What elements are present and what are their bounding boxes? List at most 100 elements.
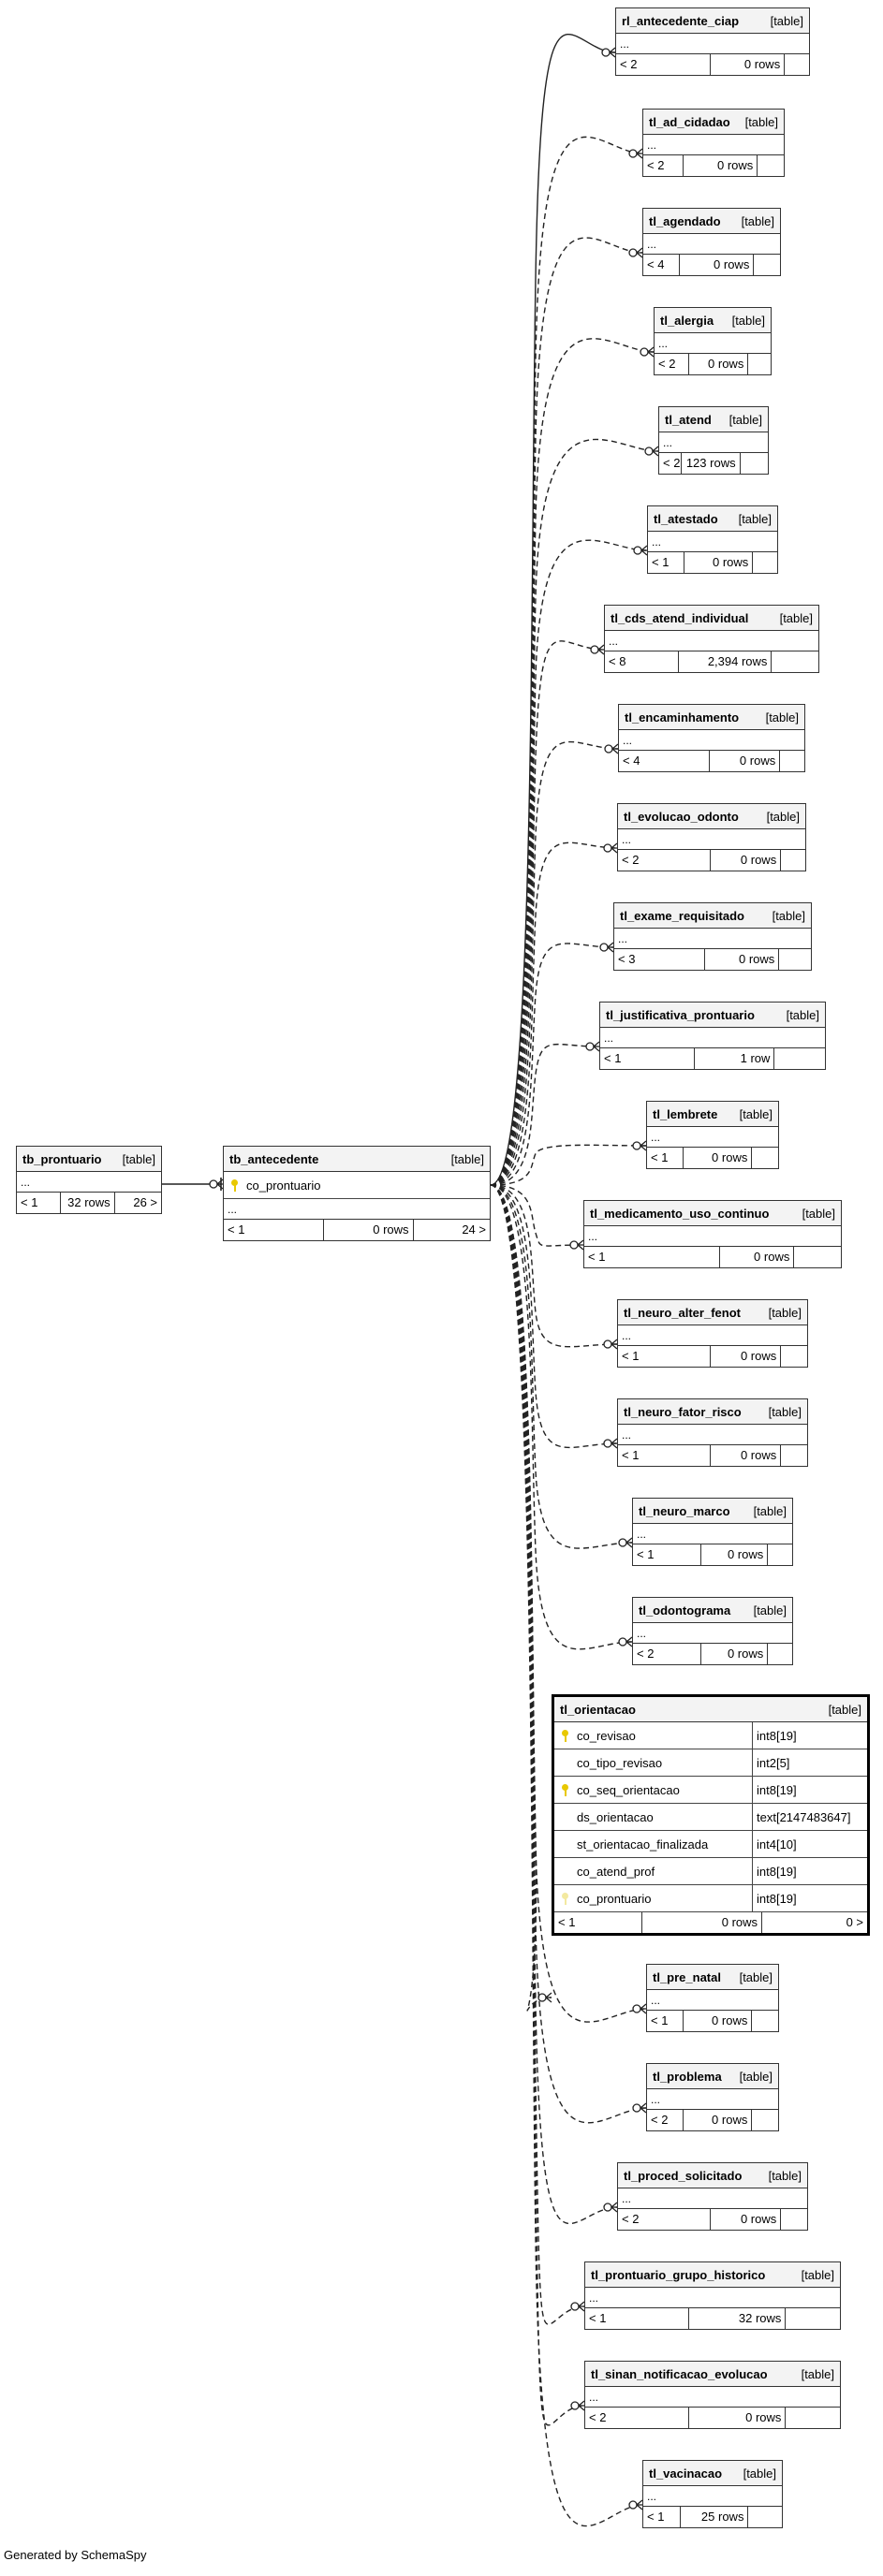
child-count[interactable] xyxy=(753,552,777,573)
parent-count[interactable]: < 2 xyxy=(647,2110,684,2130)
parent-count[interactable]: < 1 xyxy=(648,552,685,573)
table-header[interactable]: tl_evolucao_odonto[table] xyxy=(618,804,805,829)
parent-count[interactable]: < 2 xyxy=(616,54,711,75)
parent-count[interactable]: < 1 xyxy=(554,1912,643,1933)
parent-count[interactable]: < 2 xyxy=(659,453,682,474)
parent-count[interactable]: < 1 xyxy=(17,1193,62,1213)
child-count[interactable] xyxy=(781,850,805,871)
parent-count[interactable]: < 1 xyxy=(600,1048,696,1069)
parent-count[interactable]: < 1 xyxy=(633,1544,702,1565)
table-header[interactable]: tl_proced_solicitado[table] xyxy=(618,2163,807,2188)
table-header[interactable]: tl_alergia[table] xyxy=(655,308,771,333)
parent-count[interactable]: < 1 xyxy=(584,1247,720,1267)
table-header[interactable]: tl_neuro_alter_fenot[table] xyxy=(618,1300,807,1325)
table-header[interactable]: rl_antecedente_ciap[table] xyxy=(616,8,809,34)
child-count[interactable] xyxy=(752,1148,778,1168)
parent-count[interactable]: < 2 xyxy=(633,1644,702,1664)
child-count[interactable] xyxy=(779,949,811,970)
table-tl-sinan-notificacao-evolucao[interactable]: tl_sinan_notificacao_evolucao[table]...<… xyxy=(584,2361,841,2429)
parent-count[interactable]: < 1 xyxy=(643,2507,681,2527)
child-count[interactable]: 24 > xyxy=(462,1222,486,1237)
table-header[interactable]: tl_cds_atend_individual[table] xyxy=(605,606,818,631)
table-name[interactable]: tl_sinan_notificacao_evolucao xyxy=(591,2366,768,2381)
table-header[interactable]: tl_lembrete[table] xyxy=(647,1102,778,1127)
table-name[interactable]: tl_cds_atend_individual xyxy=(611,610,749,625)
parent-count[interactable]: < 1 xyxy=(224,1220,325,1240)
table-name[interactable]: tl_evolucao_odonto xyxy=(624,809,739,824)
table-name[interactable]: tl_proced_solicitado xyxy=(624,2168,743,2183)
table-tl-medicamento-uso-continuo[interactable]: tl_medicamento_uso_continuo[table]...< 1… xyxy=(583,1200,842,1268)
table-header[interactable]: tl_vacinacao[table] xyxy=(643,2461,782,2486)
child-count[interactable] xyxy=(780,751,804,771)
table-name[interactable]: tl_neuro_fator_risco xyxy=(624,1404,742,1419)
parent-count[interactable]: < 1 xyxy=(618,1445,711,1466)
parent-count[interactable]: < 8 xyxy=(605,651,680,672)
table-header[interactable]: tl_justificativa_prontuario[table] xyxy=(600,1003,825,1028)
table-tl-prontuario-grupo-historico[interactable]: tl_prontuario_grupo_historico[table]...<… xyxy=(584,2261,841,2330)
table-name[interactable]: tl_atestado xyxy=(654,511,718,526)
table-name[interactable]: tl_problema xyxy=(653,2069,722,2084)
table-header[interactable]: tl_atestado[table] xyxy=(648,506,777,532)
table-header[interactable]: tl_encaminhamento[table] xyxy=(619,705,804,730)
table-name[interactable]: tl_exame_requisitado xyxy=(620,908,744,923)
table-name[interactable]: rl_antecedente_ciap xyxy=(622,13,740,28)
child-count[interactable] xyxy=(786,2308,840,2329)
table-name[interactable]: tl_agendado xyxy=(649,213,721,228)
parent-count[interactable]: < 2 xyxy=(655,354,690,374)
table-header[interactable]: tl_neuro_fator_risco[table] xyxy=(618,1399,807,1425)
table-header[interactable]: tl_neuro_marco[table] xyxy=(633,1499,792,1524)
table-name[interactable]: tl_ad_cidadao xyxy=(649,114,730,129)
parent-count[interactable]: < 1 xyxy=(585,2308,690,2329)
child-count[interactable] xyxy=(758,155,784,176)
child-count[interactable] xyxy=(774,1048,825,1069)
parent-count[interactable]: < 1 xyxy=(647,1148,684,1168)
table-header[interactable]: tl_medicamento_uso_continuo[table] xyxy=(584,1201,841,1226)
parent-count[interactable]: < 2 xyxy=(618,2209,711,2230)
child-count[interactable]: 26 > xyxy=(133,1195,158,1209)
child-count[interactable] xyxy=(741,453,768,474)
child-count[interactable] xyxy=(748,354,771,374)
table-header[interactable]: tb_antecedente[table] xyxy=(224,1147,490,1172)
table-name[interactable]: tl_encaminhamento xyxy=(625,710,740,724)
table-header[interactable]: tl_atend[table] xyxy=(659,407,768,432)
child-count[interactable] xyxy=(772,651,818,672)
child-count[interactable]: 0 > xyxy=(846,1915,863,1929)
parent-count[interactable]: < 2 xyxy=(585,2408,690,2428)
table-name[interactable]: tl_alergia xyxy=(660,313,714,328)
child-count[interactable] xyxy=(785,54,809,75)
table-name[interactable]: tl_neuro_marco xyxy=(639,1503,730,1518)
child-count[interactable] xyxy=(752,2110,778,2130)
table-name[interactable]: tb_prontuario xyxy=(22,1151,102,1166)
table-header[interactable]: tl_sinan_notificacao_evolucao[table] xyxy=(585,2362,840,2387)
table-header[interactable]: tl_prontuario_grupo_historico[table] xyxy=(585,2262,840,2288)
table-header[interactable]: tb_prontuario[table] xyxy=(17,1147,161,1172)
child-count[interactable] xyxy=(781,1346,807,1367)
table-name[interactable]: tl_medicamento_uso_continuo xyxy=(590,1206,770,1221)
table-name[interactable]: tl_neuro_alter_fenot xyxy=(624,1305,741,1320)
child-count[interactable] xyxy=(794,1247,841,1267)
table-tb-antecedente[interactable]: tb_antecedente[table]co_prontuario...< 1… xyxy=(223,1146,491,1241)
table-header[interactable]: tl_odontograma[table] xyxy=(633,1598,792,1623)
